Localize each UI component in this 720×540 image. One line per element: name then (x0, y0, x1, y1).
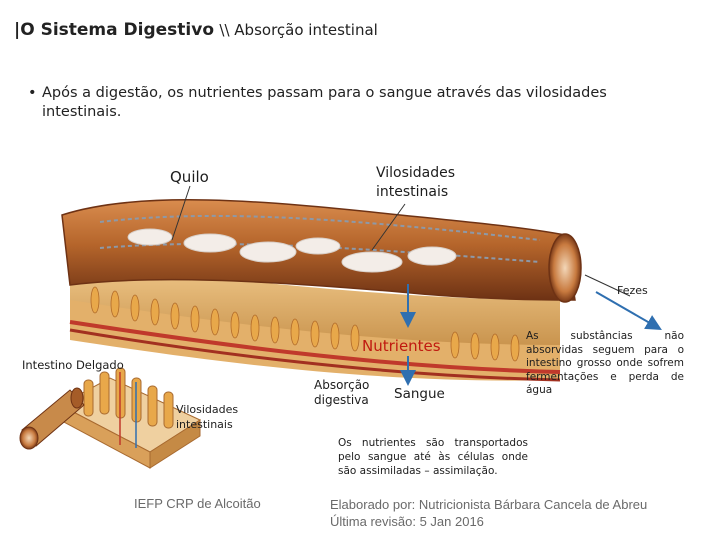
label-absorcao-line2: digestiva (314, 393, 369, 407)
footer-institution: IEFP CRP de Alcoitão (134, 496, 261, 511)
label-absorcao-line1: Absorção (314, 378, 370, 392)
label-quilo: Quilo (170, 168, 209, 186)
note-substancias: As substâncias não absorvidas seguem par… (526, 330, 684, 396)
label-vilosidades-top-line1: Vilosidades (376, 165, 456, 181)
footer-author: Elaborado por: Nutricionista Bárbara Can… (330, 497, 648, 512)
pointer-lines (171, 185, 631, 297)
label-absorcao: Absorção digestiva (314, 378, 369, 408)
footer-credits: Elaborado por: Nutricionista Bárbara Can… (330, 496, 647, 530)
flow-arrows (400, 284, 662, 386)
slide-title: |O Sistema Digestivo \\ Absorção intesti… (14, 20, 378, 40)
villi-inset (58, 367, 202, 469)
intestine-tube (61, 199, 582, 303)
title-bar: | (14, 20, 21, 40)
label-nutrientes: Nutrientes (362, 337, 441, 355)
label-vilosidades-top-line2: intestinais (376, 184, 449, 200)
title-subtitle: \\ Absorção intestinal (219, 21, 378, 39)
villi-ridges (90, 286, 520, 362)
title-main: O Sistema Digestivo (20, 20, 215, 40)
label-vilosidades-top: Vilosidades intestinais (376, 164, 455, 202)
label-fezes: Fezes (617, 284, 648, 297)
label-vilosidades-bottom-line2: intestinais (176, 418, 233, 431)
intestine-segment-small (19, 387, 85, 450)
label-intestino-delgado: Intestino Delgado (22, 358, 124, 372)
label-vilosidades-bottom-line1: Vilosidades (176, 403, 239, 416)
label-sangue: Sangue (394, 386, 445, 402)
bullet-point: • Após a digestão, os nutrientes passam … (28, 84, 642, 122)
label-vilosidades-bottom: Vilosidades intestinais (176, 402, 238, 432)
footer-revision: Última revisão: 5 Jan 2016 (330, 514, 484, 529)
bullet-text: Após a digestão, os nutrientes passam pa… (42, 85, 607, 120)
note-transportados: Os nutrientes são transportados pelo san… (338, 437, 528, 477)
bullet-symbol: • (28, 85, 37, 101)
